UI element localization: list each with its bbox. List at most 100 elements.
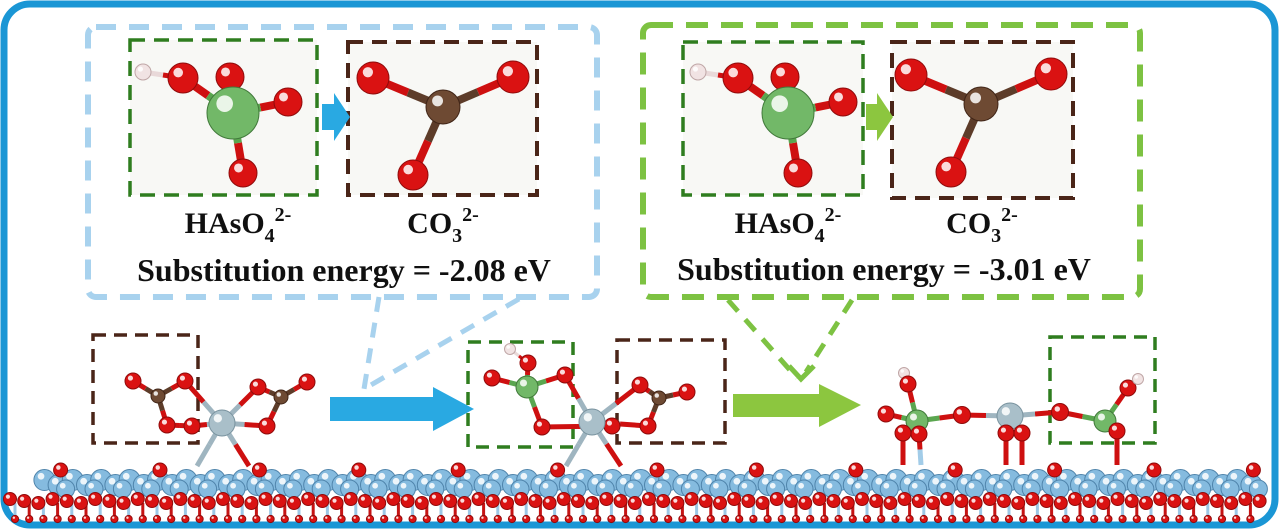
atom-highlight bbox=[634, 379, 640, 385]
atom-highlight bbox=[1177, 516, 1180, 519]
surface-ca-atom bbox=[453, 479, 473, 499]
atom-highlight bbox=[1070, 494, 1076, 499]
atom-highlight bbox=[315, 482, 322, 489]
o-atom bbox=[1004, 514, 1014, 524]
atom-highlight bbox=[1050, 465, 1055, 470]
atom-highlight bbox=[1227, 498, 1232, 503]
atom-highlight bbox=[502, 498, 508, 503]
o-atom bbox=[877, 405, 895, 423]
o-atom bbox=[358, 494, 372, 508]
energy-label-right: Substitution energy = -3.01 eV bbox=[677, 251, 1091, 287]
o-atom bbox=[485, 494, 500, 508]
c-atom bbox=[651, 390, 667, 406]
atom-highlight bbox=[1099, 498, 1104, 503]
atom-highlight bbox=[1187, 477, 1195, 485]
atom-highlight bbox=[1028, 494, 1033, 499]
atom-highlight bbox=[900, 64, 911, 75]
reactant-label-right: HAsO42- bbox=[735, 204, 842, 247]
o-atom bbox=[649, 514, 659, 524]
atom-highlight bbox=[648, 477, 655, 485]
atom-highlight bbox=[222, 477, 229, 485]
atom-highlight bbox=[563, 477, 570, 485]
o-atom bbox=[1181, 496, 1196, 510]
ca-atom bbox=[208, 409, 236, 437]
atom-highlight bbox=[474, 494, 479, 499]
atom-highlight bbox=[287, 482, 293, 489]
atom-highlight bbox=[793, 516, 797, 519]
o-atom bbox=[74, 496, 88, 510]
o-atom bbox=[329, 496, 344, 510]
atom-highlight bbox=[97, 516, 101, 519]
atom-highlight bbox=[216, 95, 233, 112]
atom-highlight bbox=[381, 516, 385, 519]
o-atom bbox=[1161, 514, 1170, 524]
atom-highlight bbox=[417, 498, 422, 503]
atom-highlight bbox=[463, 472, 471, 480]
atom-highlight bbox=[1088, 472, 1096, 480]
o-atom bbox=[684, 492, 699, 506]
o-atom bbox=[755, 496, 770, 510]
o-atom bbox=[301, 492, 316, 506]
o-atom bbox=[124, 372, 142, 390]
atom-highlight bbox=[153, 391, 158, 396]
o-atom bbox=[603, 417, 621, 435]
o-atom bbox=[910, 425, 928, 443]
atom-highlight bbox=[230, 482, 236, 489]
atom-highlight bbox=[832, 472, 840, 480]
o-atom bbox=[905, 514, 914, 524]
atom-highlight bbox=[771, 95, 788, 112]
o-atom bbox=[181, 514, 190, 524]
atom-highlight bbox=[258, 482, 265, 489]
atom-highlight bbox=[400, 482, 407, 489]
o-atom bbox=[102, 494, 117, 508]
atom-highlight bbox=[627, 482, 634, 489]
atom-highlight bbox=[974, 472, 982, 480]
atom-highlight bbox=[571, 482, 577, 489]
atom-highlight bbox=[406, 472, 414, 480]
o-atom bbox=[722, 62, 754, 94]
o-atom bbox=[791, 514, 801, 524]
atom-highlight bbox=[62, 496, 67, 501]
o-atom bbox=[152, 462, 168, 478]
atom-highlight bbox=[137, 66, 143, 72]
atom-highlight bbox=[893, 516, 896, 519]
o-atom bbox=[564, 514, 573, 524]
atom-highlight bbox=[623, 516, 626, 519]
atom-highlight bbox=[1173, 472, 1181, 480]
atom-highlight bbox=[1110, 482, 1117, 489]
o-atom bbox=[356, 61, 390, 95]
atom-highlight bbox=[183, 516, 186, 519]
carbonate-site-box-middle bbox=[615, 338, 727, 445]
o-atom bbox=[727, 492, 742, 506]
atom-highlight bbox=[264, 472, 272, 480]
atom-highlight bbox=[221, 67, 231, 77]
atom-highlight bbox=[553, 465, 558, 470]
pathway-panel-right bbox=[640, 22, 1143, 300]
o-atom bbox=[167, 62, 199, 94]
h-atom bbox=[689, 63, 707, 81]
atom-highlight bbox=[1120, 516, 1123, 519]
atom-highlight bbox=[94, 472, 102, 480]
c-atom bbox=[425, 89, 461, 125]
o-atom bbox=[1034, 57, 1068, 91]
atom-highlight bbox=[335, 477, 343, 485]
atom-highlight bbox=[1230, 472, 1238, 480]
leader-line-green-1 bbox=[726, 298, 799, 380]
atom-highlight bbox=[886, 498, 891, 503]
o-atom bbox=[1068, 492, 1082, 506]
o-atom bbox=[1047, 462, 1063, 478]
o-atom bbox=[1053, 496, 1068, 510]
o-atom bbox=[1146, 514, 1156, 524]
o-atom bbox=[1210, 494, 1224, 508]
atom-highlight bbox=[307, 477, 315, 485]
o-atom bbox=[365, 514, 375, 524]
atom-highlight bbox=[902, 378, 908, 384]
o-atom bbox=[627, 496, 642, 510]
c-atom bbox=[273, 389, 289, 405]
atom-highlight bbox=[481, 516, 484, 519]
o-atom bbox=[869, 494, 884, 508]
atom-highlight bbox=[486, 372, 492, 378]
atom-highlight bbox=[1134, 375, 1138, 379]
o-atom bbox=[911, 494, 926, 508]
o-atom bbox=[820, 514, 829, 524]
